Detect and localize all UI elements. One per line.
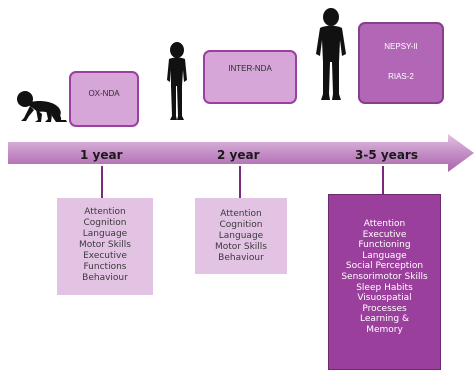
skill-item: Language <box>362 250 407 261</box>
connector-3-5-years <box>382 166 384 194</box>
skill-item: Behaviour <box>218 253 264 263</box>
skill-item: Learning & <box>360 314 409 325</box>
skill-item: Cognition <box>219 220 263 230</box>
age-label-3-5-years: 3-5 years <box>355 148 418 162</box>
age-label-1-year: 1 year <box>80 148 123 162</box>
connector-1-year <box>101 166 103 198</box>
skill-item: Executive <box>83 251 127 261</box>
timeline-arrow <box>8 134 474 172</box>
skill-item: Functions <box>83 262 127 272</box>
crawling-baby-silhouette-icon <box>17 91 67 122</box>
inter-nda-label: INTER-NDA <box>228 64 272 73</box>
toddler-silhouette-icon <box>167 42 187 120</box>
skill-item: Social Perception <box>345 261 424 272</box>
skill-item: Language <box>218 231 264 241</box>
connector-2-year <box>239 166 241 198</box>
skill-item: Motor Skills <box>215 242 267 252</box>
skill-item: Processes <box>362 303 407 314</box>
skill-item: Sleep Habits <box>356 282 413 293</box>
skill-item: Attention <box>84 207 126 217</box>
skill-item: Functioning <box>358 240 411 251</box>
ox-nda-label: OX-NDA <box>88 89 120 98</box>
skill-item: Attention <box>220 209 262 219</box>
inter-nda-box: INTER-NDA <box>203 50 297 104</box>
skills-box-3-5-years: Attention Executive Functioning Language… <box>328 194 441 370</box>
rias-label: RIAS-2 <box>388 72 414 81</box>
nepsy-rias-box: NEPSY-II RIAS-2 <box>358 22 444 104</box>
skill-item: Motor Skills <box>79 240 131 250</box>
skills-box-1-year: Attention Cognition Language Motor Skill… <box>57 198 153 295</box>
skills-box-2-year: Attention Cognition Language Motor Skill… <box>195 198 287 274</box>
skill-item: Attention <box>363 219 406 229</box>
age-label-2-year: 2 year <box>217 148 260 162</box>
nepsy-label: NEPSY-II <box>384 42 418 51</box>
ox-nda-box: OX-NDA <box>69 71 139 127</box>
skill-item: Sensorimotor Skills <box>341 271 428 282</box>
skill-item: Language <box>82 229 128 239</box>
skill-item: Cognition <box>83 218 127 228</box>
skill-item: Behaviour <box>82 273 128 283</box>
skill-item: Memory <box>366 324 403 335</box>
child-silhouette-icon <box>316 8 346 100</box>
skill-item: Visuospatial <box>357 293 412 304</box>
skill-item: Executive <box>362 229 407 240</box>
